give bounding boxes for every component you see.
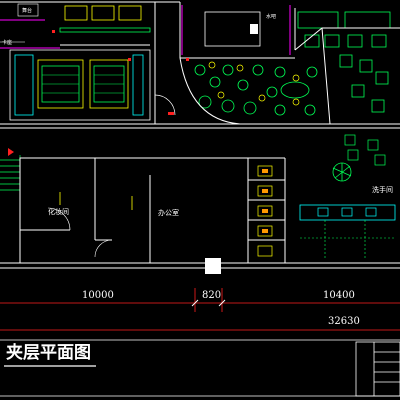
dim-total: 32630 — [328, 316, 360, 327]
dim-seg-left: 10000 — [82, 290, 114, 301]
water-bar-box — [204, 11, 261, 47]
room-label-office: 办公室 — [158, 208, 179, 217]
dim-seg-right: 10400 — [323, 290, 355, 301]
upper-door-swing — [154, 94, 176, 116]
left-stairs — [0, 155, 21, 195]
sofa-hatch — [42, 74, 124, 94]
drawing-title: 夹层平面图 — [6, 342, 91, 363]
upper-walls — [0, 1, 400, 129]
title-block-frame — [0, 339, 400, 397]
room-label-booth: 卡座 — [2, 39, 12, 46]
room-label-makeup: 化妆间 — [48, 207, 69, 216]
toilet-bowls — [262, 169, 268, 233]
lounge-chairs-yellow — [208, 61, 300, 106]
accent-lines — [0, 5, 291, 55]
red-markers — [52, 30, 189, 115]
right-curved-wall — [179, 27, 400, 125]
lower-door-swings — [47, 207, 113, 258]
dimension-lines — [0, 288, 400, 331]
washroom-dashes — [300, 220, 395, 260]
lower-walls — [0, 157, 400, 269]
dim-seg-mid: 820 — [202, 290, 221, 301]
stairs-arrow — [8, 148, 14, 156]
lounge-seating — [194, 34, 389, 116]
toilet-fixtures — [257, 165, 273, 257]
dimension-ticks — [191, 299, 226, 307]
upper-right-sofa — [297, 11, 339, 29]
washroom-sinks — [317, 207, 377, 217]
right-chairs — [344, 134, 386, 166]
room-label-washroom: 洗手间 — [372, 185, 393, 194]
column-marker — [205, 258, 221, 274]
room-label-water-bar: 水吧 — [266, 13, 276, 20]
plant-icon — [332, 162, 352, 182]
stage-box — [17, 3, 39, 17]
upper-sofa-row — [59, 5, 151, 33]
washroom-counter — [299, 204, 396, 221]
water-bar-counter — [250, 24, 258, 34]
room-label-stage: 舞台 — [22, 7, 32, 14]
upper-right-sofa-2 — [344, 11, 391, 29]
